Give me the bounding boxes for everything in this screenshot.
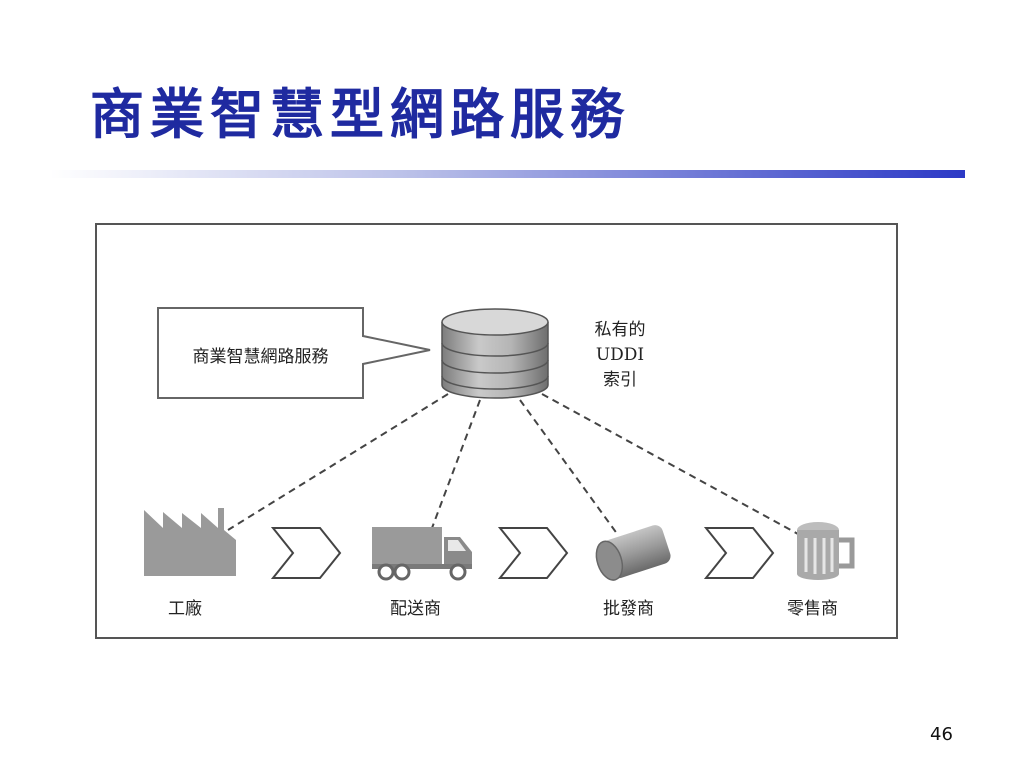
factory-icon [144,508,236,576]
node-label-retailer: 零售商 [787,599,838,619]
flow-arrows [270,527,775,579]
callout-text: 商業智慧網路服務 [192,347,329,367]
page-number: 46 [930,724,953,745]
uddi-label: 私有的 UDDI 索引 [580,318,660,393]
database-icon [441,308,549,399]
connector-lines [227,393,799,536]
uddi-label-line: UDDI [595,345,645,365]
node-label-factory: 工廠 [168,599,202,619]
node-label-distributor: 配送商 [390,599,441,619]
uddi-label-line: 索引 [603,370,637,390]
connector-wholesaler [519,399,619,536]
chevron-right-icon [270,527,342,579]
connector-factory [227,393,449,531]
slide-title: 商業智慧型網路服務 [90,82,630,146]
chevron-right-icon [703,527,775,579]
uddi-label-line: 私有的 [594,320,646,340]
beer-mug-icon [797,522,855,580]
barrel-icon [595,525,671,581]
connector-distributor [431,399,481,529]
callout-bubble [157,307,431,399]
chevron-right-icon [497,527,569,579]
title-divider [50,170,965,178]
truck-icon [372,527,472,581]
node-label-wholesaler: 批發商 [603,599,654,619]
connector-retailer [541,393,799,535]
